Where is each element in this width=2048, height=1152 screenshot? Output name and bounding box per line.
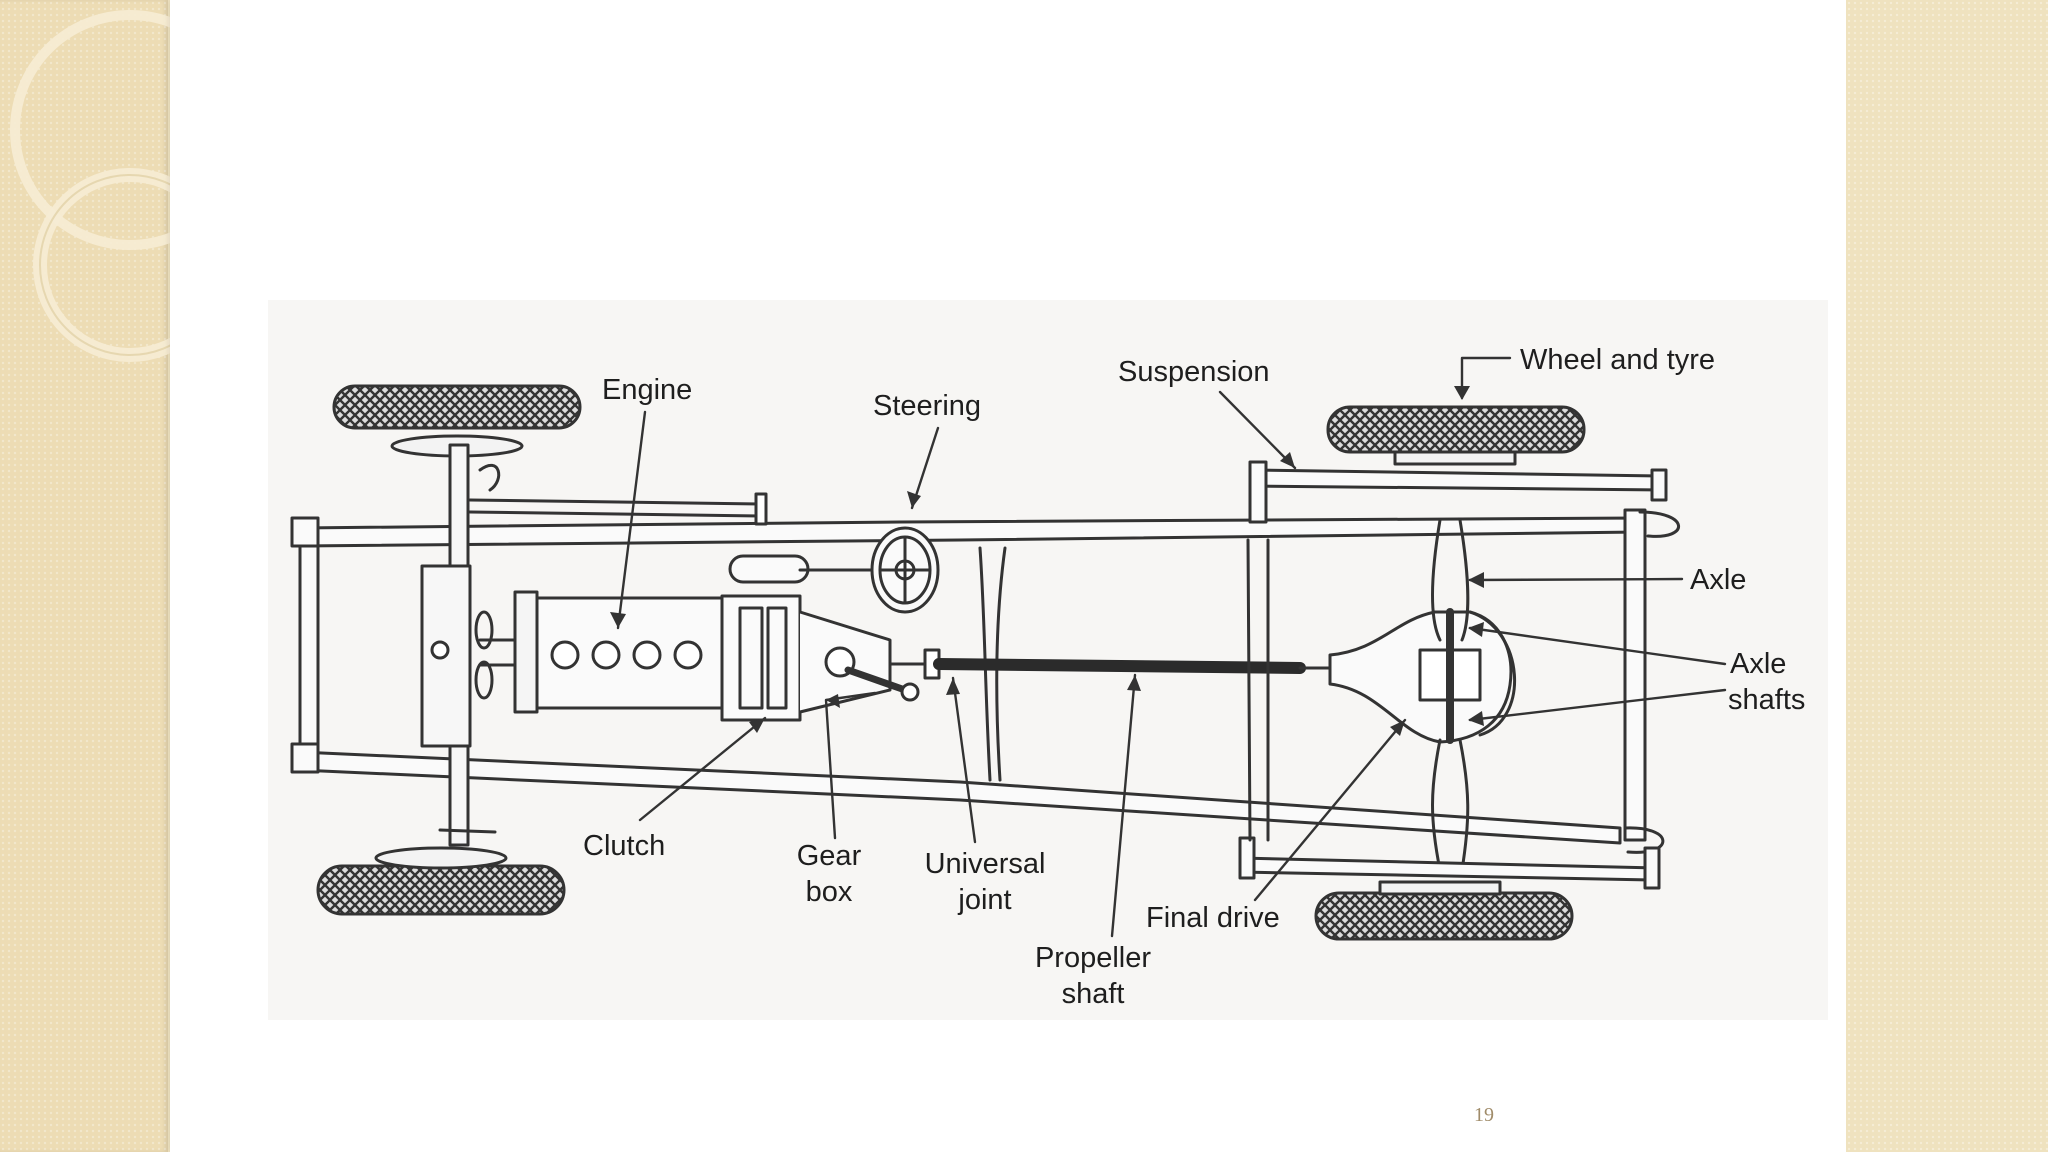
label-propeller-shaft-line2: shaft: [1061, 978, 1125, 1010]
label-suspension: Suspension: [1118, 356, 1270, 388]
engine-icon: [478, 590, 729, 714]
label-clutch: Clutch: [583, 830, 666, 862]
label-final-drive: Final drive: [1146, 902, 1280, 934]
label-leader-lines: [616, 356, 1727, 938]
label-arrowheads: [610, 386, 1484, 736]
final-drive-icon: [1328, 518, 1517, 872]
right-decor-band: [1846, 0, 2048, 1152]
label-universal-joint-line2: joint: [958, 884, 1012, 916]
rear-right-wheel-icon: [1314, 880, 1574, 941]
label-gear-box-line2: box: [805, 876, 853, 908]
front-right-wheel-icon: [316, 846, 566, 916]
label-gear-box-line1: Gear: [796, 840, 862, 872]
rear-left-wheel-icon: [1326, 405, 1586, 466]
label-steering: Steering: [873, 390, 982, 422]
propeller-shaft-icon: [888, 648, 1332, 680]
label-universal-joint-line1: Universal: [924, 848, 1046, 880]
label-axle: Axle: [1690, 564, 1747, 596]
label-wheel-and-tyre: Wheel and tyre: [1520, 344, 1716, 376]
slide-page-number: 19: [1474, 1104, 1494, 1126]
clutch-gearbox-icon: [720, 554, 920, 722]
label-axle-shafts-line1: Axle: [1730, 648, 1787, 680]
chassis-frame-icon: [290, 508, 1680, 854]
label-axle-shafts-line2: shafts: [1728, 684, 1806, 716]
label-propeller-shaft-line1: Propeller: [1034, 942, 1152, 974]
front-axle-icon: [420, 443, 768, 847]
label-engine: Engine: [602, 374, 693, 406]
steering-wheel-icon: [798, 526, 940, 614]
decorative-rings: [10, 10, 180, 362]
rear-suspension-icon: [1238, 460, 1668, 890]
